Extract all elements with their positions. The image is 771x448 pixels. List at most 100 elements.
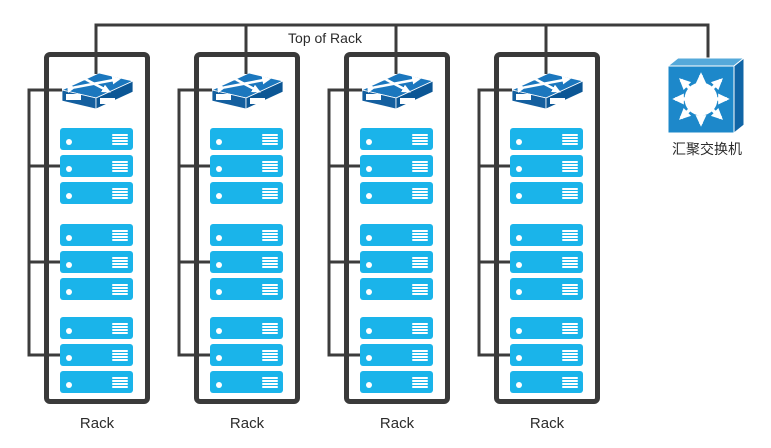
vent-grill-icon — [262, 161, 278, 173]
rack-frame — [44, 52, 150, 404]
power-led-dot — [516, 262, 522, 268]
vent-grill-icon — [262, 350, 278, 362]
power-led-dot — [66, 193, 72, 199]
server — [210, 317, 283, 339]
power-led-dot — [66, 166, 72, 172]
server — [210, 344, 283, 366]
tor-switch-icon — [210, 72, 285, 110]
vent-grill-icon — [562, 377, 578, 389]
rack-frame — [494, 52, 600, 404]
rack-3: Rack — [344, 52, 450, 442]
vent-grill-icon — [412, 188, 428, 200]
vent-grill-icon — [562, 230, 578, 242]
server — [210, 182, 283, 204]
server — [360, 278, 433, 300]
power-led-dot — [366, 355, 372, 361]
power-led-dot — [516, 193, 522, 199]
server — [510, 278, 583, 300]
power-led-dot — [216, 328, 222, 334]
server — [510, 371, 583, 393]
vent-grill-icon — [112, 230, 128, 242]
power-led-dot — [366, 382, 372, 388]
power-led-dot — [366, 139, 372, 145]
rack-label: Rack — [79, 415, 115, 432]
vent-grill-icon — [262, 323, 278, 335]
server — [210, 128, 283, 150]
vent-grill-icon — [112, 161, 128, 173]
top-of-rack-label: Top of Rack — [288, 30, 362, 46]
vent-grill-icon — [562, 188, 578, 200]
server — [60, 155, 133, 177]
vent-grill-icon — [262, 284, 278, 296]
power-led-dot — [216, 166, 222, 172]
power-led-dot — [516, 139, 522, 145]
rack-label: Rack — [529, 415, 565, 432]
vent-grill-icon — [112, 377, 128, 389]
power-led-dot — [66, 262, 72, 268]
switch-arrows-icon — [66, 72, 122, 93]
vent-grill-icon — [112, 284, 128, 296]
vent-grill-icon — [112, 188, 128, 200]
server — [510, 317, 583, 339]
power-led-dot — [216, 193, 222, 199]
rack-frame — [344, 52, 450, 404]
power-led-dot — [516, 355, 522, 361]
server — [60, 128, 133, 150]
switch-port — [100, 98, 115, 104]
vent-grill-icon — [562, 284, 578, 296]
vent-grill-icon — [412, 350, 428, 362]
server — [210, 224, 283, 246]
power-led-dot — [366, 289, 372, 295]
server — [60, 317, 133, 339]
tor-switch-icon — [60, 72, 135, 110]
switch-port — [216, 94, 231, 100]
vent-grill-icon — [262, 230, 278, 242]
switch-arrows-icon — [216, 72, 272, 93]
server — [510, 224, 583, 246]
server — [210, 371, 283, 393]
power-led-dot — [66, 235, 72, 241]
server-stack — [199, 57, 295, 399]
switch-hub-circle — [684, 82, 718, 116]
server — [60, 224, 133, 246]
switch-arrows-icon — [366, 72, 422, 93]
server-stack — [499, 57, 595, 399]
server — [60, 344, 133, 366]
server — [360, 371, 433, 393]
server — [60, 371, 133, 393]
vent-grill-icon — [562, 134, 578, 146]
vent-grill-icon — [412, 323, 428, 335]
server — [360, 317, 433, 339]
power-led-dot — [516, 328, 522, 334]
server — [210, 278, 283, 300]
vent-grill-icon — [112, 323, 128, 335]
rack-label: Rack — [229, 415, 265, 432]
power-led-dot — [66, 328, 72, 334]
server — [360, 344, 433, 366]
server — [210, 155, 283, 177]
vent-grill-icon — [412, 230, 428, 242]
power-led-dot — [216, 262, 222, 268]
power-led-dot — [516, 166, 522, 172]
server — [360, 224, 433, 246]
rack-frame — [194, 52, 300, 404]
server — [210, 251, 283, 273]
switch-port — [66, 94, 81, 100]
power-led-dot — [216, 355, 222, 361]
power-led-dot — [516, 382, 522, 388]
server-stack — [349, 57, 445, 399]
vent-grill-icon — [562, 323, 578, 335]
power-led-dot — [366, 166, 372, 172]
power-led-dot — [216, 139, 222, 145]
server — [360, 251, 433, 273]
vent-grill-icon — [112, 350, 128, 362]
power-led-dot — [366, 235, 372, 241]
server — [360, 155, 433, 177]
switch-port — [516, 94, 531, 100]
power-led-dot — [66, 139, 72, 145]
vent-grill-icon — [262, 257, 278, 269]
server — [510, 344, 583, 366]
server — [60, 251, 133, 273]
server — [60, 278, 133, 300]
server — [360, 182, 433, 204]
